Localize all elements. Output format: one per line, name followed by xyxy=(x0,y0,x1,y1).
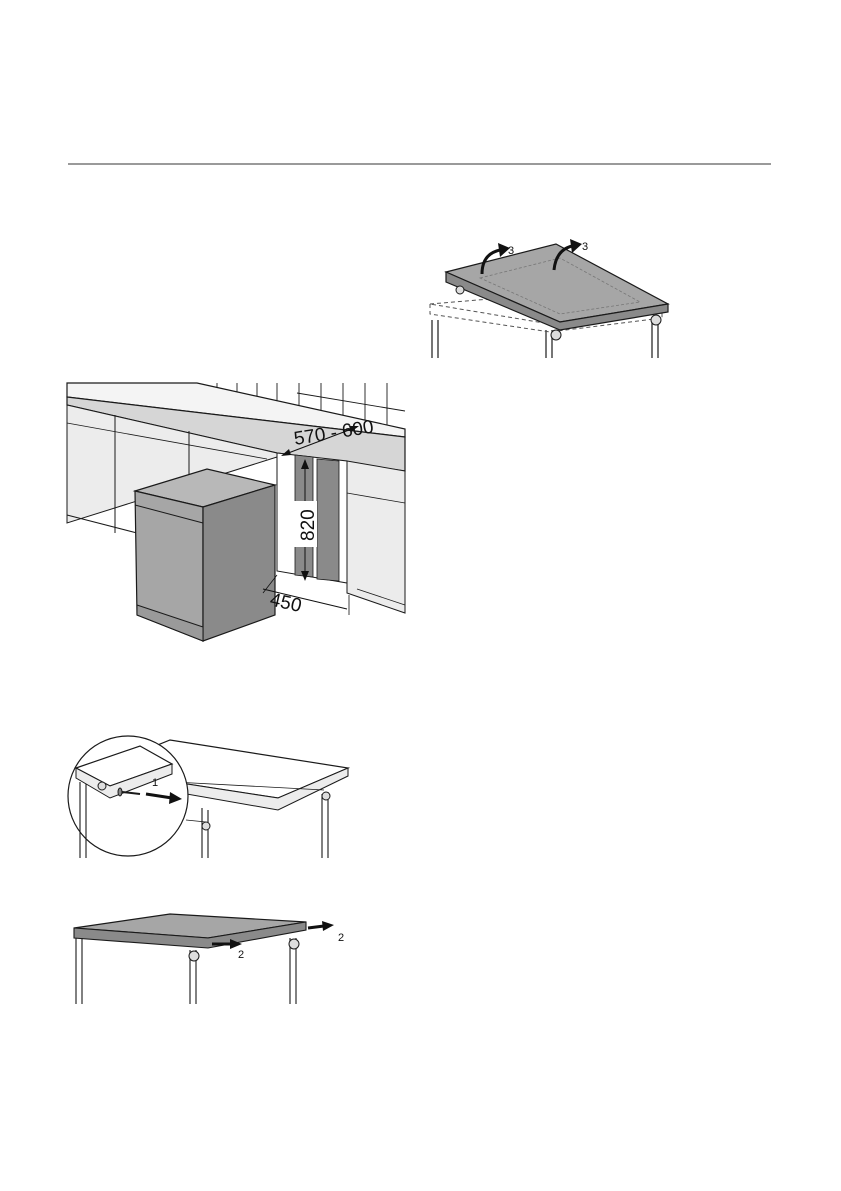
section-divider-rule xyxy=(68,163,771,165)
step-label-2b: 2 xyxy=(338,932,344,944)
height-dimension-label: 820 xyxy=(298,509,319,541)
step-label-3a: 3 xyxy=(508,245,514,257)
figure-lift-top-cover: 3 3 xyxy=(420,232,680,360)
step-label-3b: 3 xyxy=(582,241,588,253)
step-label-1: 1 xyxy=(152,777,158,789)
figure-niche-dimensions: 570 - 600 820 450 xyxy=(67,383,405,653)
figure-slide-top-back: 2 2 xyxy=(68,910,352,1006)
step-label-2a: 2 xyxy=(238,949,244,961)
figure-remove-screws: 1 xyxy=(66,734,352,858)
